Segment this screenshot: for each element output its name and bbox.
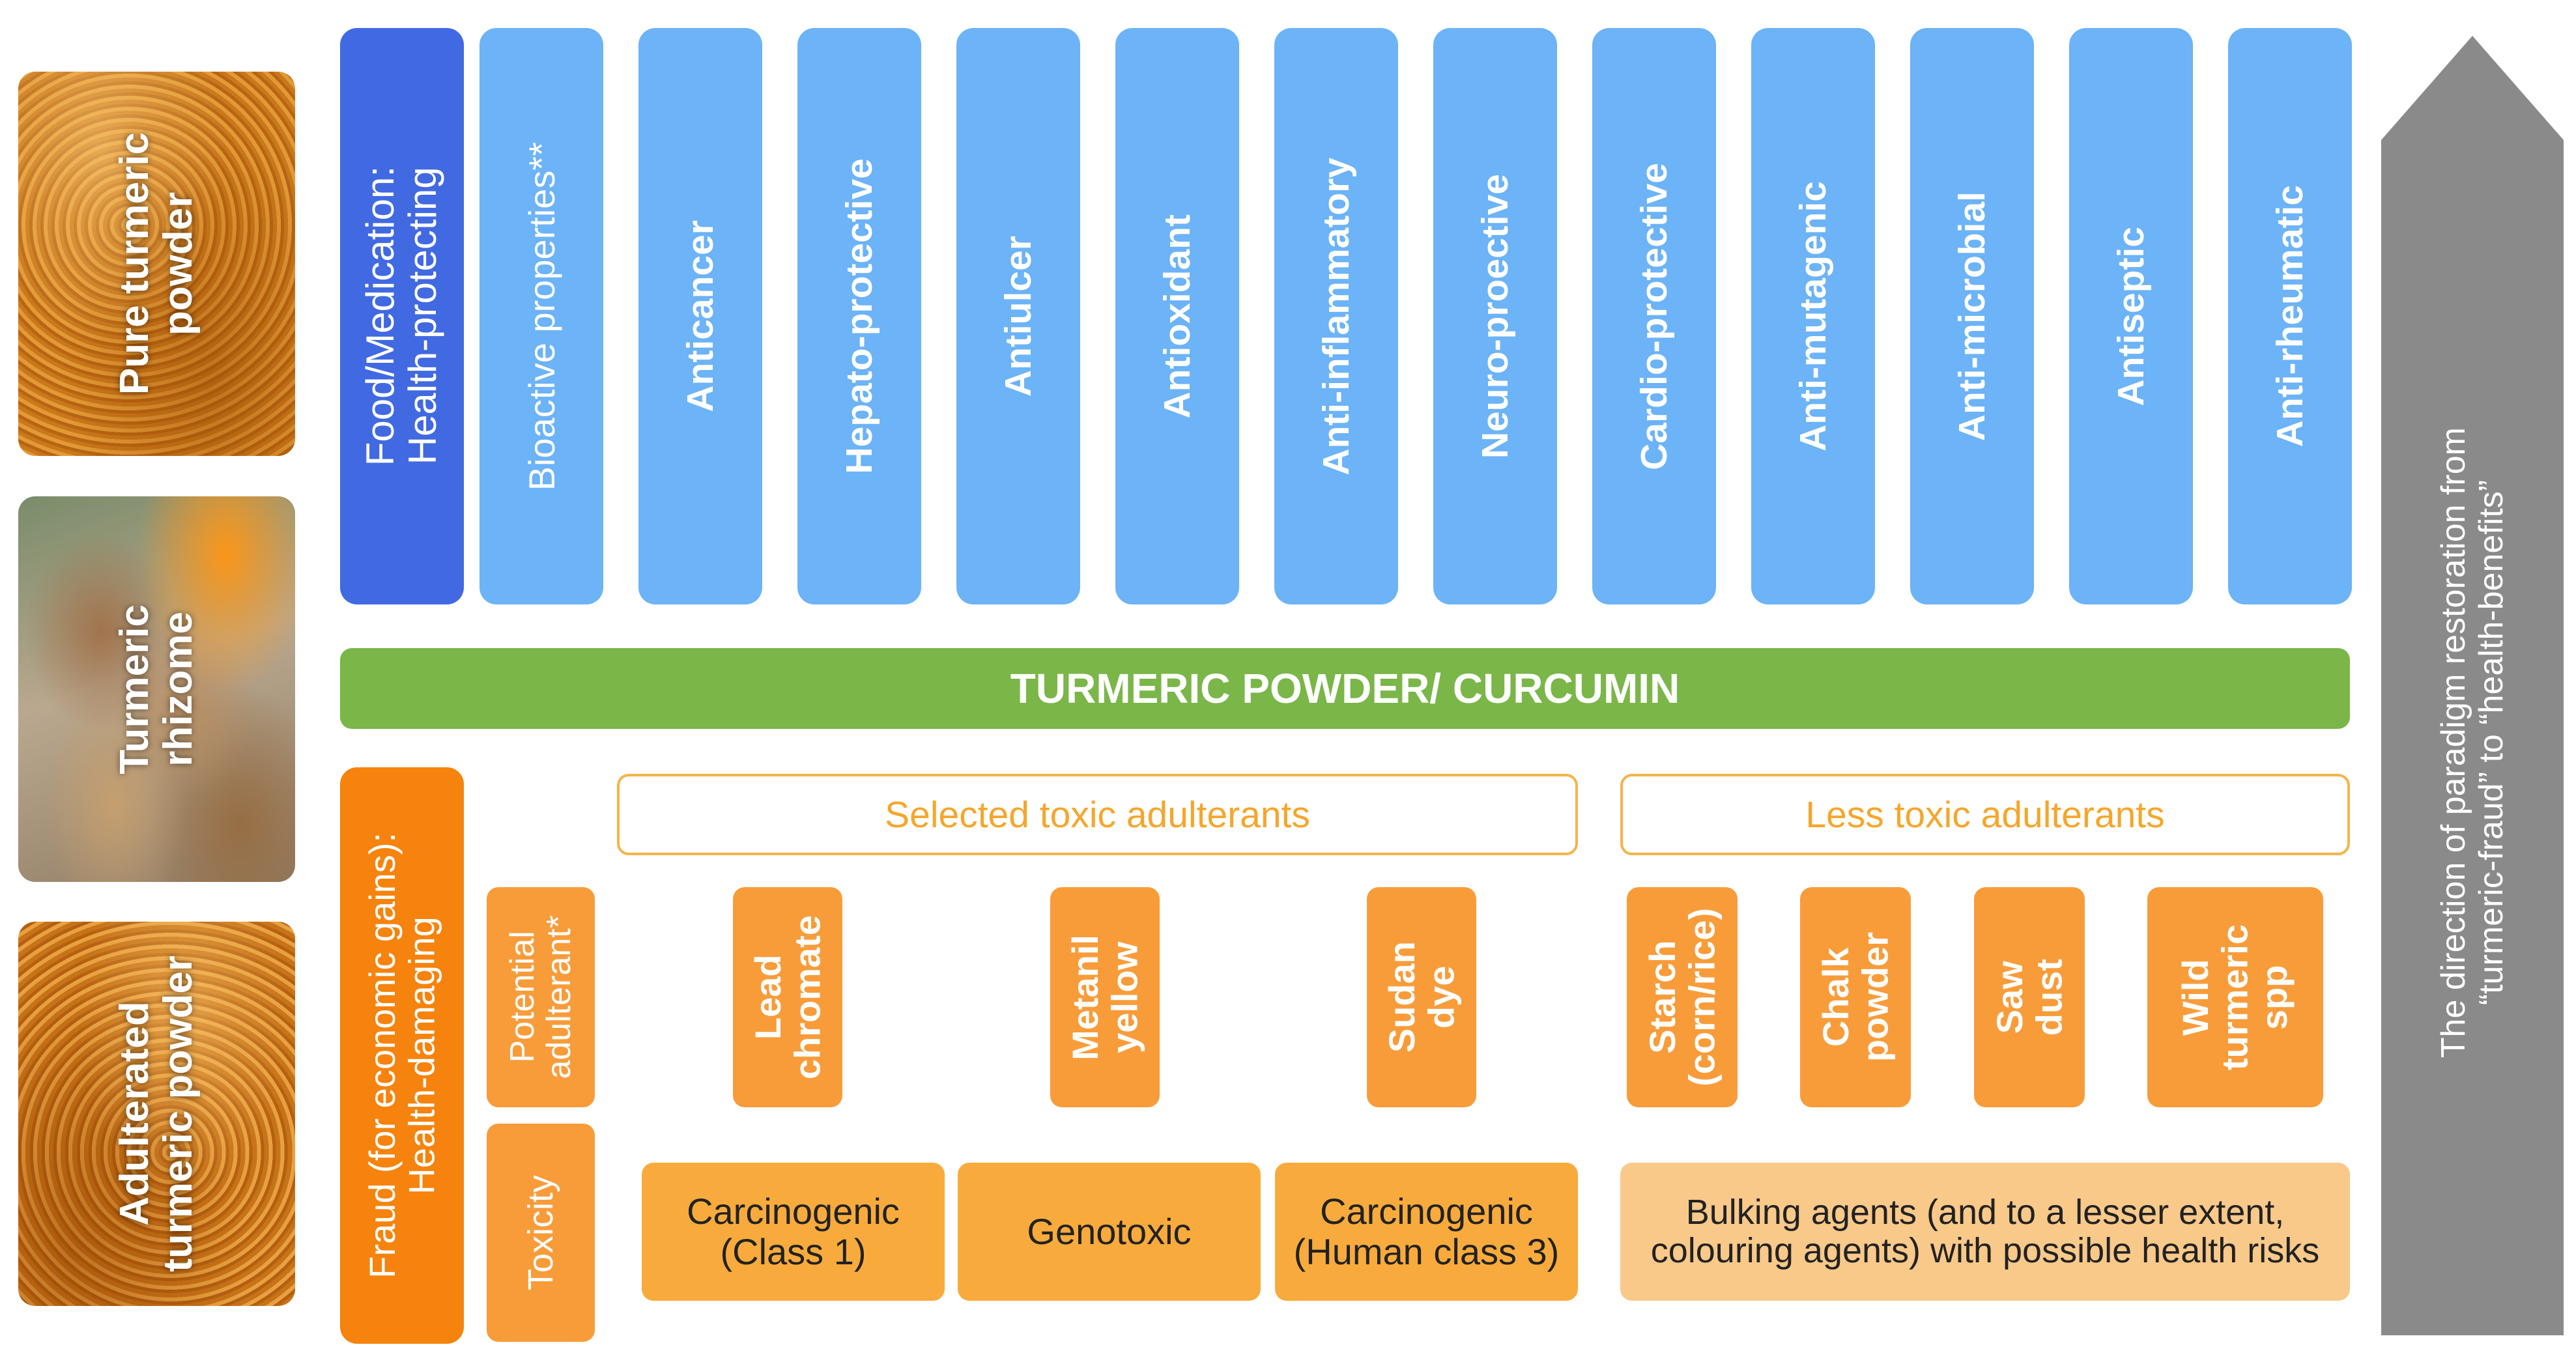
adulterant-saw-label: Saw dust <box>1988 958 2069 1036</box>
property-anti-rheumatic-label: Anti-rheumatic <box>2269 185 2311 447</box>
property-neuro-proective: Neuro-proective <box>1433 28 1557 604</box>
arrow-label-box: The direction of paradigm restoration fr… <box>2381 156 2564 1329</box>
property-antioxidant: Antioxidant <box>1115 28 1239 604</box>
property-anti-microbial: Anti-microbial <box>1910 28 2034 604</box>
food-medication-label: Food/Medication: Health-protecting <box>358 166 444 466</box>
adulterant-chalk: Chalk powder <box>1800 887 1911 1107</box>
turmeric-rhizome-label: Turmeric rhizome <box>111 604 201 774</box>
bioactive-properties-box: Bioactive properties** <box>479 28 603 604</box>
adulterant-metanil: Metanil yellow <box>1050 887 1160 1107</box>
property-antioxidant-label: Antioxidant <box>1156 214 1198 419</box>
less-toxic-adulterants-label: Less toxic adulterants <box>1805 793 2165 836</box>
toxicity-effect-label: Carcinogenic (Human class 3) <box>1293 1191 1560 1272</box>
toxicity-effect-box: Carcinogenic (Class 1) <box>642 1163 945 1301</box>
property-antiseptic: Antiseptic <box>2069 28 2193 604</box>
adulterated-turmeric-powder-label: Adulterated turmeric powder <box>111 956 201 1272</box>
pure-turmeric-powder-photo: Pure turmeric powder <box>18 72 295 456</box>
selected-toxic-adulterants-header: Selected toxic adulterants <box>617 774 1578 855</box>
property-cardio-protective: Cardio-protective <box>1592 28 1716 604</box>
property-anticancer: Anticancer <box>638 28 762 604</box>
adulterant-metanil-label: Metanil yellow <box>1064 934 1145 1060</box>
toxicity-effect-box: Genotoxic <box>958 1163 1261 1301</box>
property-hepato-protective-label: Hepato-protective <box>838 158 880 474</box>
less-toxic-adulterants-header: Less toxic adulterants <box>1620 774 2350 855</box>
toxicity-effect-label: Carcinogenic (Class 1) <box>687 1191 900 1272</box>
food-medication-box: Food/Medication: Health-protecting <box>340 28 464 604</box>
adulterant-sudan: Sudan dye <box>1367 887 1476 1107</box>
toxicity-effect-box: Carcinogenic (Human class 3) <box>1275 1163 1578 1301</box>
adulterant-saw: Saw dust <box>1974 887 2085 1107</box>
turmeric-curcumin-bar: TURMERIC POWDER/ CURCUMIN <box>340 648 2350 729</box>
toxicity-box: Toxicity <box>487 1124 595 1342</box>
toxicity-label: Toxicity <box>521 1174 560 1291</box>
less-toxic-effect-label: Bulking agents (and to a lesser extent, … <box>1650 1192 2320 1270</box>
fraud-label: Fraud (for economic gains): Health-damag… <box>361 832 442 1279</box>
adulterant-sudan-label: Sudan dye <box>1381 941 1461 1053</box>
adulterated-turmeric-powder-photo: Adulterated turmeric powder <box>18 922 295 1306</box>
property-neuro-proective-label: Neuro-proective <box>1474 173 1516 459</box>
turmeric-curcumin-label: TURMERIC POWDER/ CURCUMIN <box>1010 665 1680 712</box>
pure-turmeric-powder-label: Pure turmeric powder <box>111 132 201 395</box>
paradigm-direction-arrow <box>2381 36 2564 1335</box>
property-hepato-protective: Hepato-protective <box>797 28 921 604</box>
adulterant-starch: Starch (corn/rice) <box>1627 887 1738 1107</box>
property-anti-rheumatic: Anti-rheumatic <box>2228 28 2352 604</box>
bioactive-properties-label: Bioactive properties** <box>521 141 562 491</box>
property-anticancer-label: Anticancer <box>680 220 721 412</box>
arrow-label: The direction of paradigm restoration fr… <box>2434 427 2510 1058</box>
selected-toxic-adulterants-label: Selected toxic adulterants <box>885 793 1310 836</box>
fraud-box: Fraud (for economic gains): Health-damag… <box>340 767 464 1344</box>
adulterant-lead-label: Lead chromate <box>747 915 827 1080</box>
property-antiulcer: Antiulcer <box>956 28 1080 604</box>
adulterant-wild: Wild turmeric spp <box>2147 887 2323 1107</box>
property-cardio-protective-label: Cardio-protective <box>1633 162 1675 470</box>
less-toxic-effect-box: Bulking agents (and to a lesser extent, … <box>1620 1163 2350 1301</box>
property-antiseptic-label: Antiseptic <box>2110 226 2152 406</box>
property-anti-microbial-label: Anti-microbial <box>1951 191 1993 442</box>
adulterant-starch-label: Starch (corn/rice) <box>1641 908 1722 1086</box>
property-anti-mutagenic-label: Anti-mutagenic <box>1792 181 1834 451</box>
adulterant-lead: Lead chromate <box>733 887 842 1107</box>
arrow-shape <box>2381 36 2564 1335</box>
property-antiulcer-label: Antiulcer <box>997 235 1039 397</box>
adulterant-chalk-label: Chalk powder <box>1814 932 1895 1062</box>
adulterant-wild-label: Wild turmeric spp <box>2175 924 2295 1071</box>
property-anti-inflammatory: Anti-inflammatory <box>1274 28 1398 604</box>
property-anti-mutagenic: Anti-mutagenic <box>1751 28 1875 604</box>
property-anti-inflammatory-label: Anti-inflammatory <box>1315 157 1357 475</box>
turmeric-rhizome-photo: Turmeric rhizome <box>18 496 295 882</box>
toxicity-effect-label: Genotoxic <box>1027 1211 1192 1253</box>
potential-adulterant-label: Potential adulterant* <box>503 915 578 1079</box>
potential-adulterant-box: Potential adulterant* <box>487 887 595 1107</box>
